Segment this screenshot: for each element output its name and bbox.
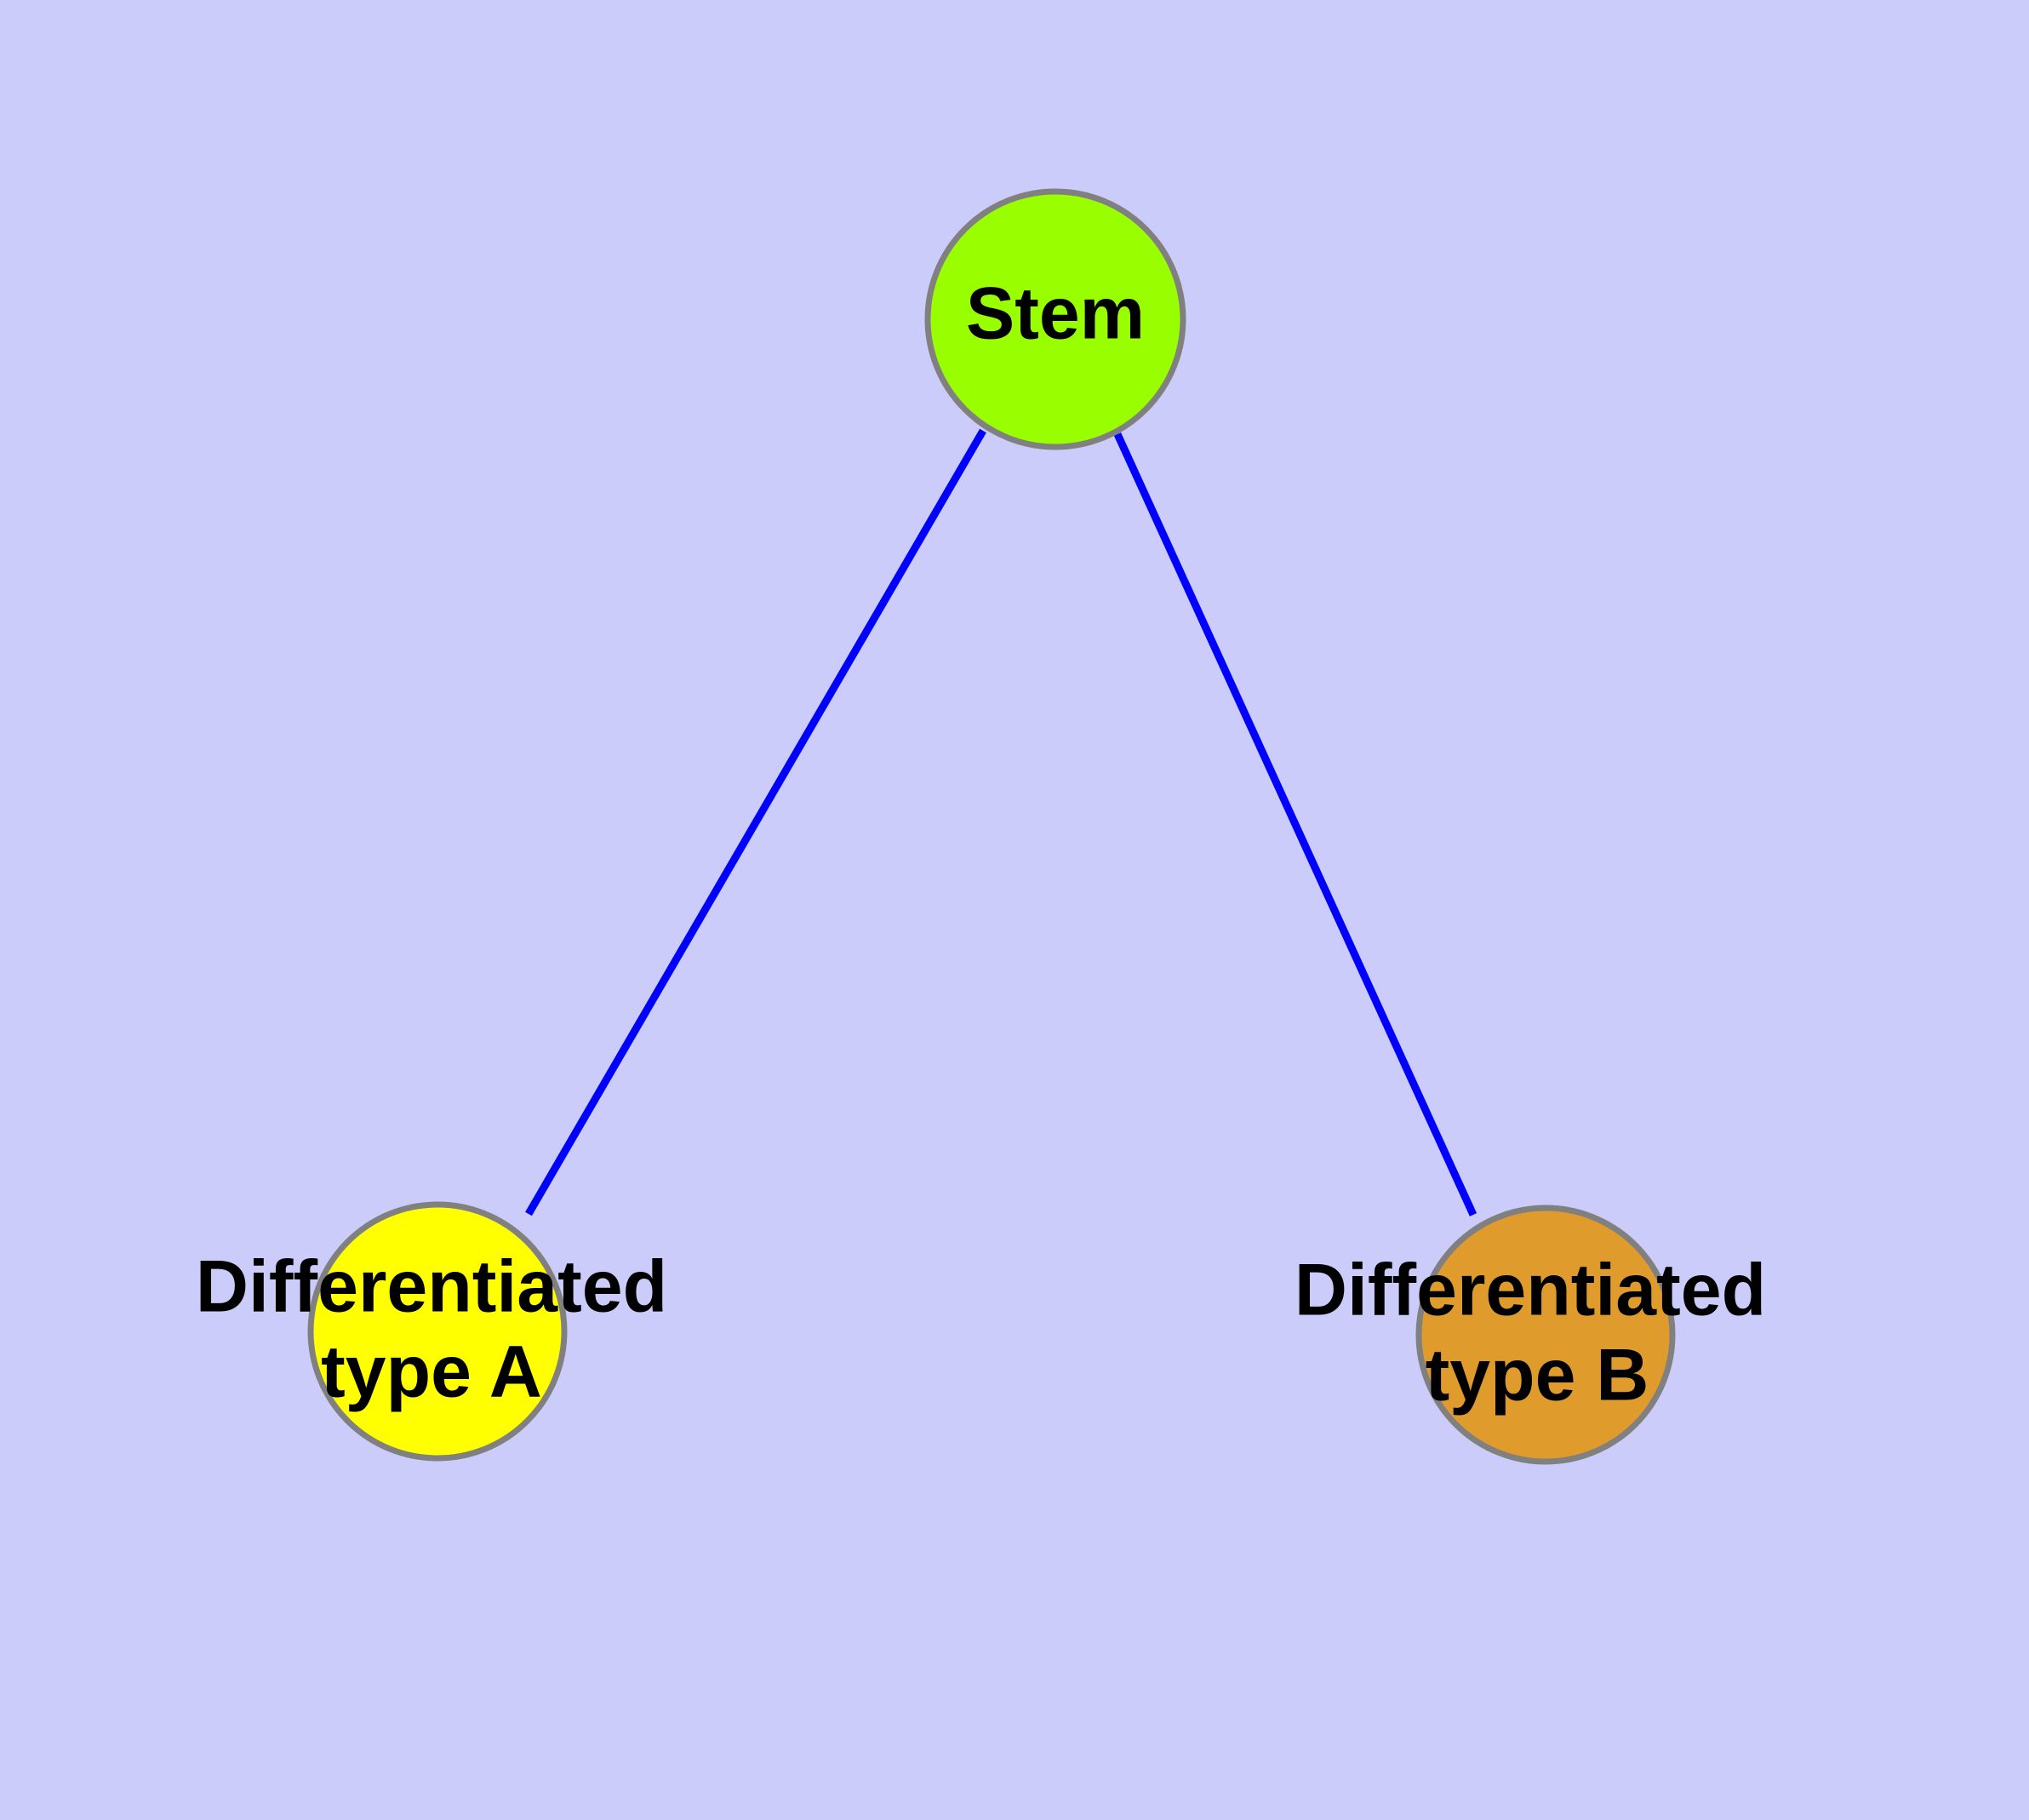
node-diff-a[interactable]: Differentiated type A [196,1201,667,1462]
node-diff-b-label-line2: type B [1426,1335,1649,1417]
node-diff-b[interactable]: Differentiated type B [1295,1205,1766,1465]
node-diff-a-label-line1: Differentiated [196,1246,667,1328]
node-stem-circle[interactable] [924,188,1186,450]
node-diff-a-label-line2: type A [321,1331,542,1413]
nodes-group: Stem Differentiated type A Differentiate… [196,188,1766,1465]
node-stem-label: Stem [966,273,1145,355]
node-diff-a-circle[interactable] [307,1201,568,1462]
edge-stem-to-diff-b[interactable] [1113,432,1477,1216]
node-diff-b-label-line1: Differentiated [1295,1250,1766,1331]
edge-stem-to-diff-a[interactable] [525,428,986,1216]
node-stem[interactable]: Stem [924,188,1186,450]
node-diff-b-circle[interactable] [1415,1205,1676,1465]
edges-group [525,428,1477,1216]
